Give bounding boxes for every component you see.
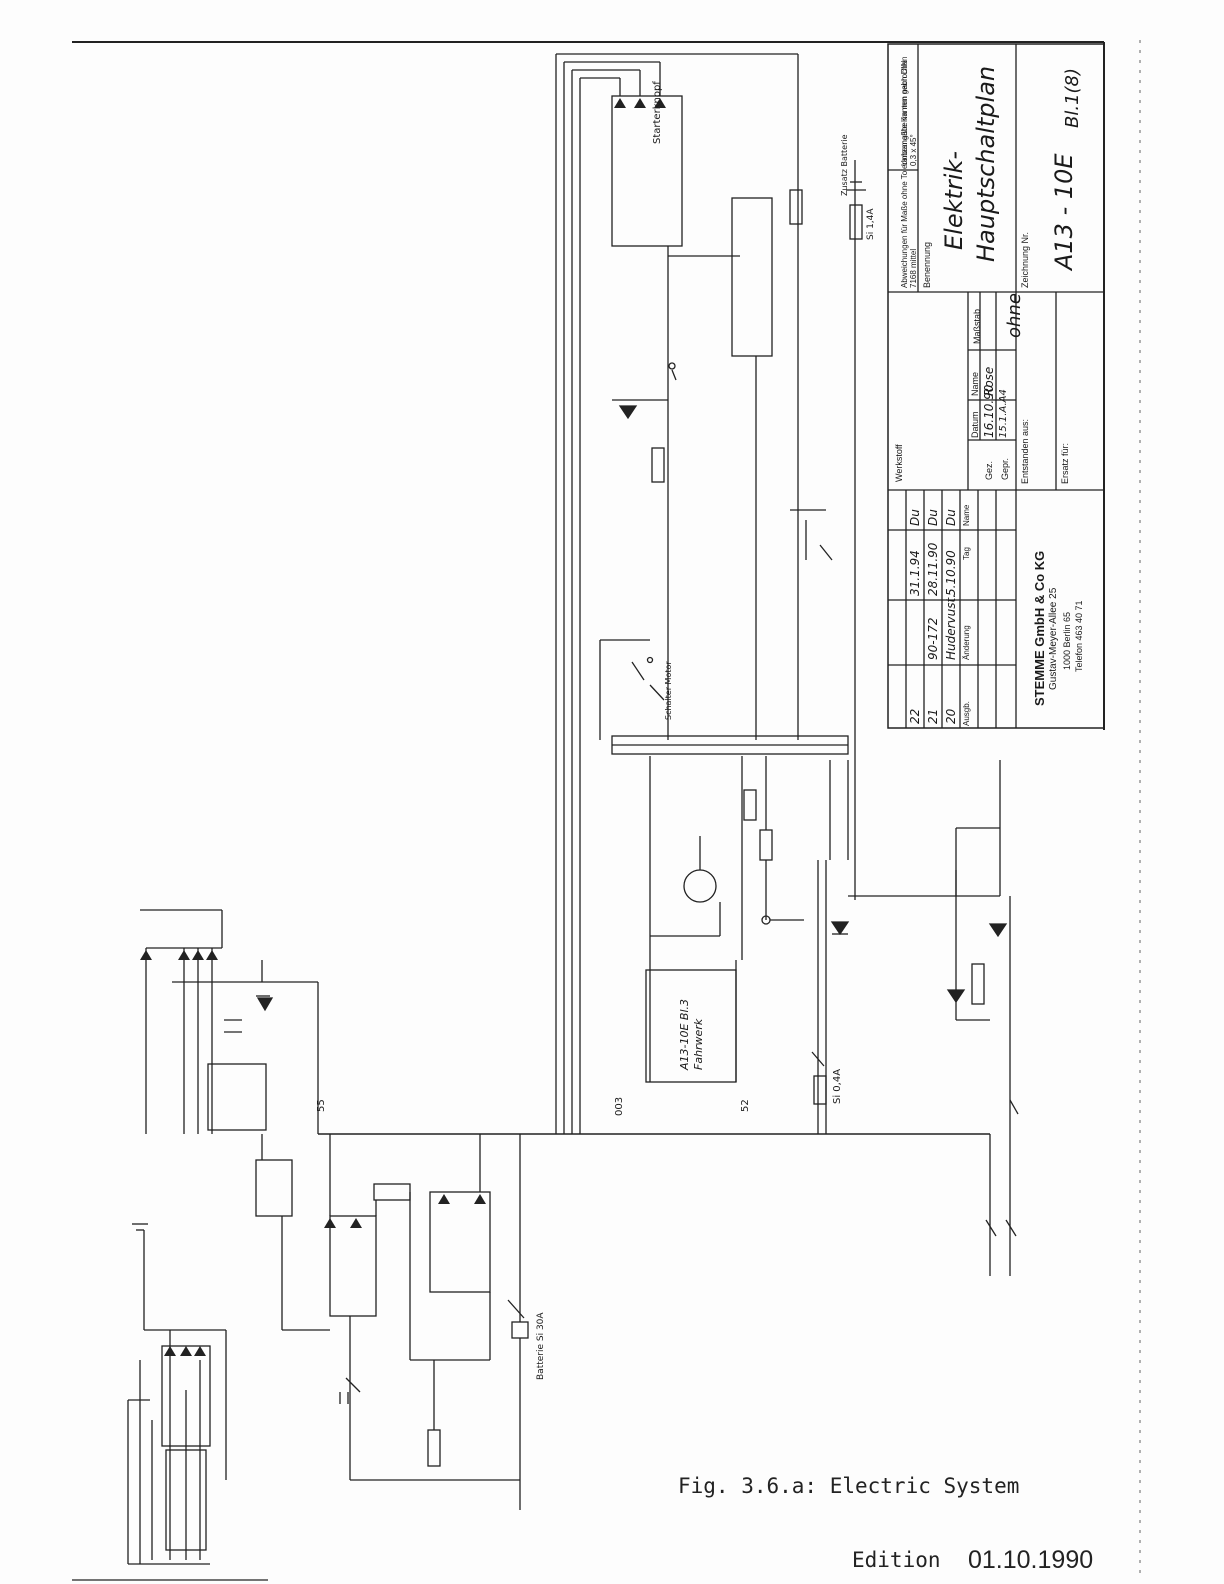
generator-box: [255, 1159, 293, 1217]
zusatz-batterie-label: Zusatz Batterie: [840, 134, 849, 196]
rev-name-21: Du: [926, 509, 940, 526]
drawing-title-line1: Elektrik-: [940, 151, 968, 250]
date-column-label: Datum: [970, 411, 980, 438]
scale-label: Maßstab: [972, 308, 982, 344]
drawn-label: Gez.: [984, 460, 994, 480]
schalter-motor-label: Schalter Motor: [664, 661, 673, 720]
rev-index-20: 20: [944, 708, 958, 724]
company-street: Gustav-Meyer-Allee 25: [1048, 587, 1059, 690]
rev-name-20: Du: [944, 509, 958, 526]
rev-index-label: Ausgb.: [962, 701, 971, 726]
designation-label: Benennung: [922, 241, 932, 288]
rev-date-20: 5.10.90: [944, 550, 958, 596]
edition-label: Edition: [852, 1548, 941, 1572]
material-label: Werkstoff: [894, 444, 904, 482]
rev-change-label: Änderung: [962, 625, 971, 660]
company-name: STEMME GmbH & Co KG: [1032, 550, 1047, 706]
connector-arrows: [140, 98, 666, 1356]
origin-label: Entstanden aus:: [1020, 418, 1030, 484]
wire-52-label: 52: [740, 1099, 751, 1112]
edges-note: Unbemaßte Kanten gebrochen 0,3 x 45°: [900, 56, 918, 166]
motor-relay-box: [731, 197, 773, 357]
scale-value: ohne: [1004, 293, 1025, 338]
rev-change-20: Hudervust.: [944, 593, 958, 660]
starter-label: Starterknopf: [652, 81, 663, 144]
rev-name-22: Du: [908, 509, 922, 526]
rev-index-22: 22: [908, 708, 922, 724]
rev-day-label: Tag: [962, 547, 971, 560]
battery-label: Batterie Si 30A: [536, 1312, 546, 1380]
battery-relay-box: [429, 1191, 491, 1293]
wire-003-label: 003: [614, 1096, 625, 1116]
rev-date-22: 31.1.94: [908, 550, 922, 596]
edition-date: 01.10.1990: [968, 1546, 1094, 1574]
rev-index-21: 21: [926, 708, 940, 724]
replacement-label: Ersatz für:: [1060, 442, 1070, 484]
starter-relay-box: [611, 95, 683, 247]
battery-fuse: [511, 1321, 529, 1339]
company-phone: Telefon 463 40 71: [1074, 600, 1084, 672]
sheet-number: Bl.1(8): [1062, 67, 1083, 128]
rev-date-21: 28.11.90: [926, 542, 940, 596]
starter-box: [329, 1215, 377, 1317]
checked-date: 15.1.A.A4: [998, 389, 1009, 438]
figure-caption: Fig. 3.6.a: Electric System: [678, 1474, 1020, 1498]
rev-change-21: 90-172: [926, 617, 940, 660]
rev-name-label: Name: [962, 504, 971, 526]
company-city: 1000 Berlin 65: [1062, 611, 1072, 670]
fahrwerk-label: Fahrwerk: [692, 1018, 705, 1070]
drawing-number: A13 - 10E: [1050, 153, 1078, 270]
wire-55-label: 55: [316, 1099, 327, 1112]
fuse-si1-label: Si 1,4A: [866, 208, 876, 240]
fahrwerk-ref-label: A13-10E Bl.3: [678, 998, 691, 1070]
checked-label: Gepr.: [1000, 457, 1010, 480]
fuse-si04-label: Si 0,4A: [832, 1068, 843, 1104]
voltmeter-gauge: [683, 869, 717, 903]
drawing-number-label: Zeichnung Nr.: [1020, 231, 1030, 288]
fahrwerk-box: [645, 969, 737, 1083]
drawn-name: Rose: [982, 366, 996, 396]
name-column-label: Name: [970, 371, 980, 396]
drawing-title-line2: Hauptschaltplan: [972, 65, 1000, 262]
